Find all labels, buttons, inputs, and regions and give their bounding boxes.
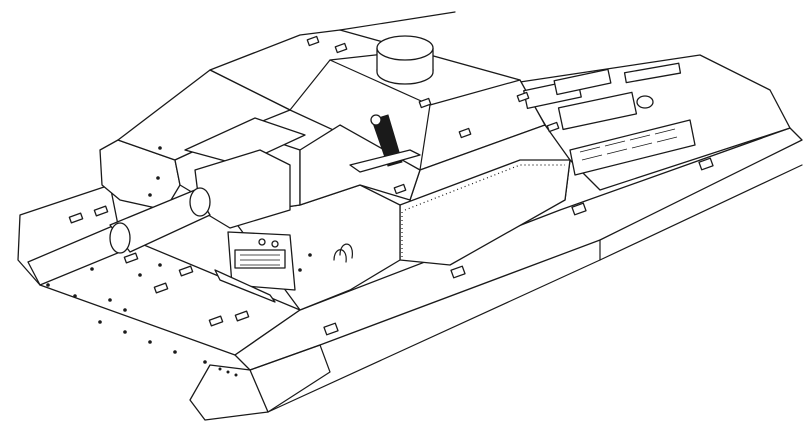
rivets [46,146,312,377]
cupola [376,35,434,85]
engine-deck-details [523,62,696,176]
hinges [68,35,714,336]
lifting-hooks [333,243,353,263]
main-gun [27,187,211,286]
driver-visor [214,231,296,303]
antenna [339,11,456,31]
periscope [349,114,421,173]
